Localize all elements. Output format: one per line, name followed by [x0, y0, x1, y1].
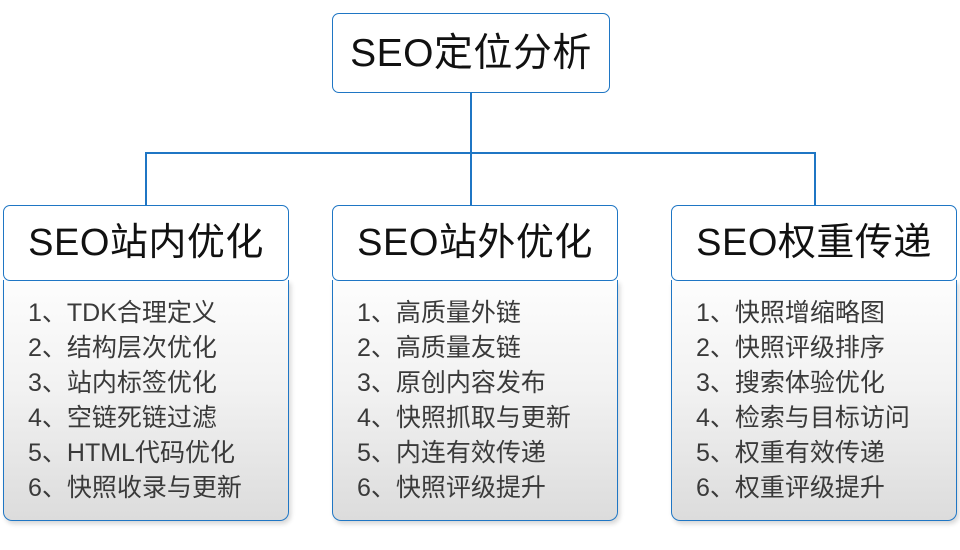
root-node-seo-positioning[interactable]: SEO定位分析 [332, 13, 610, 93]
list-item: 6、快照评级提升 [357, 474, 546, 502]
list-item: 6、快照收录与更新 [28, 474, 242, 502]
connector-drop-branch-3 [814, 152, 816, 206]
list-item: 3、搜索体验优化 [696, 369, 885, 397]
list-item: 1、快照增缩略图 [696, 299, 885, 327]
list-item: 3、原创内容发布 [357, 369, 546, 397]
branch-column-offsite: SEO站外优化 1、高质量外链 2、高质量友链 3、原创内容发布 4、快照抓取与… [332, 205, 618, 521]
branch-list-offsite: 1、高质量外链 2、高质量友链 3、原创内容发布 4、快照抓取与更新 5、内连有… [332, 280, 618, 521]
branch-header-label: SEO权重传递 [696, 222, 932, 264]
list-item: 4、空链死链过滤 [28, 404, 217, 432]
branch-list-weight-transfer: 1、快照增缩略图 2、快照评级排序 3、搜索体验优化 4、检索与目标访问 5、权… [671, 280, 957, 521]
list-item: 1、TDK合理定义 [28, 299, 217, 327]
branch-header-offsite[interactable]: SEO站外优化 [332, 205, 618, 281]
branch-header-label: SEO站内优化 [28, 222, 264, 264]
list-item: 1、高质量外链 [357, 299, 521, 327]
list-item: 2、快照评级排序 [696, 334, 885, 362]
list-item: 4、快照抓取与更新 [357, 404, 571, 432]
list-item: 4、检索与目标访问 [696, 404, 910, 432]
list-item: 3、站内标签优化 [28, 369, 217, 397]
connector-drop-branch-2 [470, 152, 472, 206]
list-item: 2、结构层次优化 [28, 334, 217, 362]
list-item: 5、内连有效传递 [357, 439, 546, 467]
list-item: 6、权重评级提升 [696, 474, 885, 502]
branch-header-label: SEO站外优化 [357, 222, 593, 264]
branch-header-weight-transfer[interactable]: SEO权重传递 [671, 205, 957, 281]
list-item: 2、高质量友链 [357, 334, 521, 362]
list-item: 5、HTML代码优化 [28, 439, 235, 467]
branch-list-onsite: 1、TDK合理定义 2、结构层次优化 3、站内标签优化 4、空链死链过滤 5、H… [3, 280, 289, 521]
branch-header-onsite[interactable]: SEO站内优化 [3, 205, 289, 281]
branch-column-weight-transfer: SEO权重传递 1、快照增缩略图 2、快照评级排序 3、搜索体验优化 4、检索与… [671, 205, 957, 521]
connector-root-stem [470, 93, 472, 154]
branch-column-onsite: SEO站内优化 1、TDK合理定义 2、结构层次优化 3、站内标签优化 4、空链… [3, 205, 289, 521]
connector-horizontal-bus [145, 152, 816, 154]
list-item: 5、权重有效传递 [696, 439, 885, 467]
connector-drop-branch-1 [145, 152, 147, 206]
root-node-label: SEO定位分析 [350, 31, 592, 75]
